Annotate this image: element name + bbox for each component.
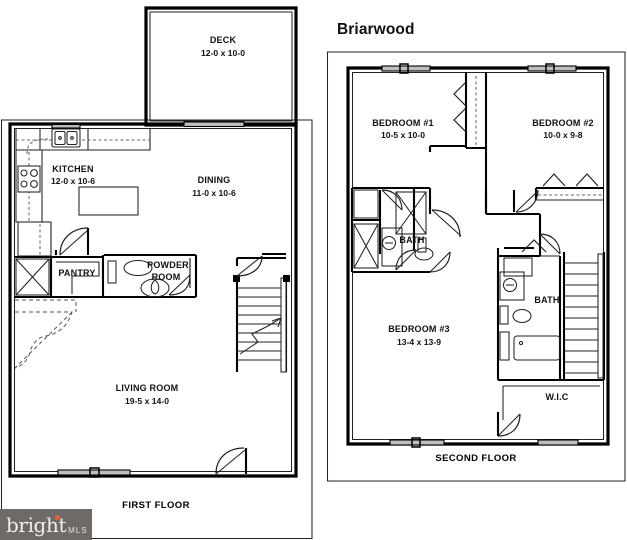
second-floor-walls [346,66,610,446]
refrigerator-icon [17,221,52,257]
sink-icon [381,235,397,251]
toilet-icon [414,247,434,261]
wic-walls [496,378,604,437]
powder-vanity-icon [107,260,117,284]
second-floor-stairs [562,252,606,380]
front-door [215,447,248,475]
front-window [57,469,131,476]
first-floor-caption: FIRST FLOOR [122,500,190,511]
bedroom1-walls [352,72,488,238]
range-icon [17,165,41,193]
room-label-kitchen: KITCHEN [52,164,93,174]
room-dim-dining: 11-0 x 10-6 [192,188,236,198]
window-mullion [89,467,100,478]
page-title: Briarwood [337,21,415,38]
bedroom2-walls [484,173,604,216]
room-label-living-room: LIVING ROOM [116,383,179,393]
room-label-bath-right: BATH [534,295,559,305]
bathtub-icon [513,335,561,361]
room-label-bedroom3: BEDROOM #3 [388,324,450,334]
deck-slider-window [183,121,245,128]
room-label-bedroom2: BEDROOM #2 [532,118,594,128]
stair-rail-icon [597,253,604,379]
room-label-dining: DINING [198,175,231,185]
first-floor-plan: KITCHEN 12-0 x 10-6 DECK 12-0 x 10-0 DIN… [0,6,313,540]
room-dim-deck: 12-0 x 10-0 [201,48,245,58]
closet-icon [353,223,379,269]
bath-left [350,188,451,274]
bright-mls-watermark: bright MLS [0,509,92,540]
pantry-powder-walls [14,227,198,299]
stair-rail-icon [280,277,287,373]
room-dim-bedroom3: 13-4 x 13-9 [397,337,441,347]
kitchen-sink-icon [51,128,81,148]
room-dim-bedroom1: 10-5 x 10-0 [381,130,425,140]
room-label-powder: POWDER [147,260,189,270]
bedroom2-window [527,65,577,72]
toilet-icon [140,278,170,298]
watermark-dot-icon [55,515,60,520]
room-label-bath-left: BATH [399,235,424,245]
watermark-brand: bright [6,512,67,537]
kitchen-fixtures [15,123,151,257]
bedroom1-window [381,65,431,72]
room-label-wic: W.I.C [546,392,569,402]
powder-sink-icon [123,259,153,277]
living-room-dashed-outline [14,299,77,369]
kitchen-island-icon [78,186,139,216]
second-floor-caption: SECOND FLOOR [435,453,516,464]
bedroom3-window [389,439,445,446]
room-label-deck: DECK [210,35,237,45]
second-floor-plan: BEDROOM #1 10-5 x 10-0 BEDROOM #2 10-0 x… [326,51,626,482]
wic-window [537,439,579,446]
watermark-suffix: MLS [68,526,88,535]
room-dim-kitchen: 12-0 x 10-6 [51,176,95,186]
sink-icon [502,277,518,293]
entry-door-swing [235,252,286,277]
room-dim-bedroom2: 10-0 x 9-8 [543,130,582,140]
room-label-bedroom1: BEDROOM #1 [372,118,434,128]
first-floor-stairs [233,275,290,373]
deck-outline [144,6,298,127]
room-label-pantry: PANTRY [58,268,95,278]
room-label-powder-room: ROOM [152,272,181,282]
room-dim-living-room: 19-5 x 14-0 [125,396,169,406]
toilet-icon [512,308,532,324]
shower-icon [395,191,427,235]
